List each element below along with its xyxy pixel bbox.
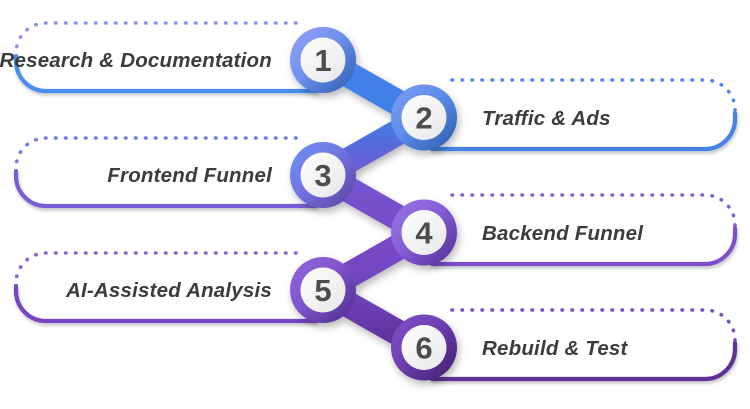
step-5-number: 5: [314, 273, 331, 308]
step-2-number-badge: 2: [391, 84, 457, 151]
pill-1-dotted-border: [14, 21, 298, 55]
step-3-label: Frontend Funnel: [107, 164, 273, 187]
step-6-number: 6: [415, 331, 432, 366]
pill-5-dotted-border: [14, 251, 298, 285]
step-4-number-badge: 4: [391, 199, 457, 266]
pill-step-4: Backend Funnel: [429, 193, 738, 267]
step-4-inner-circle: [401, 210, 447, 255]
pill-step-3: Frontend Funnel: [13, 136, 319, 209]
pill-step-6: Rebuild & Test: [429, 308, 738, 382]
step-1-inner-circle: [300, 37, 346, 83]
step-chain: 1 2 3 4 5: [290, 27, 457, 381]
step-6-label: Rebuild & Test: [482, 337, 629, 360]
step-3-inner-circle: [300, 152, 346, 198]
step-5-inner-circle: [300, 267, 346, 313]
pill-6-dotted-border: [450, 308, 737, 342]
pill-4-solid-border: [429, 225, 738, 267]
step-6-number-badge: 6: [391, 314, 457, 381]
pill-step-5: AI-Assisted Analysis: [13, 251, 319, 324]
step-4-label: Backend Funnel: [482, 222, 644, 245]
pill-step-1: Research & Documentation: [0, 21, 319, 94]
pill-5-solid-border: [13, 283, 319, 324]
pill-3-solid-border: [13, 168, 319, 209]
step-6-inner-circle: [401, 325, 447, 370]
step-4-number: 4: [415, 216, 433, 251]
step-2-inner-circle: [401, 95, 447, 140]
pill-6-solid-border: [429, 340, 738, 382]
step-3-number-badge: 3: [290, 142, 356, 208]
pill-1-solid-border: [13, 53, 319, 94]
pill-4-dotted-border: [450, 193, 737, 227]
step-5-label: AI-Assisted Analysis: [65, 279, 272, 302]
step-1-number: 1: [314, 43, 331, 78]
pill-3-dotted-border: [14, 136, 298, 170]
step-1-number-badge: 1: [290, 27, 356, 93]
step-1-label: Research & Documentation: [0, 49, 272, 72]
step-2-label: Traffic & Ads: [482, 107, 611, 130]
step-2-number: 2: [415, 101, 432, 136]
pill-2-solid-border: [429, 110, 738, 152]
step-5-number-badge: 5: [290, 257, 356, 323]
step-3-number: 3: [314, 158, 331, 193]
pill-2-dotted-border: [450, 78, 737, 112]
pill-step-2: Traffic & Ads: [429, 78, 738, 152]
